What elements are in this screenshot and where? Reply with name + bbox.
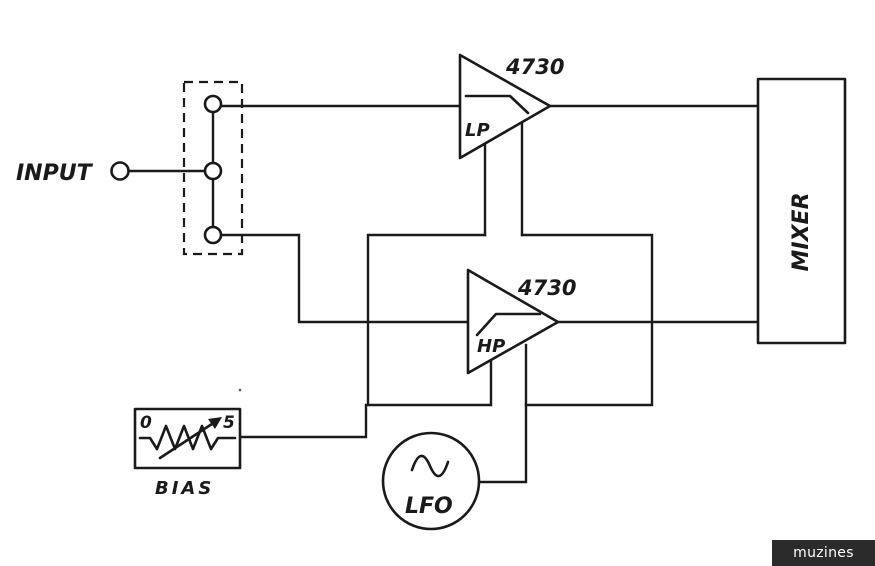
mixer-block: MIXER: [756, 77, 847, 345]
wire-bias-out: [238, 403, 368, 439]
switch-enclosure: [182, 80, 244, 256]
lp-label: LP: [465, 120, 490, 141]
hp-triangle: [466, 268, 560, 375]
pot-arrow-head-icon: [208, 417, 222, 429]
bias-label: BIAS: [155, 478, 214, 499]
wire-switch-to-hp: [219, 233, 470, 324]
selector-switch: [182, 80, 244, 256]
lp-filter: LP 4730: [458, 53, 564, 160]
lfo-block: LFO: [381, 431, 481, 531]
mixer-box: [756, 77, 847, 345]
lp-response-curve-icon: [464, 94, 530, 115]
wire-lfo-out: [476, 403, 528, 484]
bias-min-label: 0: [140, 413, 152, 433]
lfo-label: LFO: [405, 494, 453, 519]
lp-chip-label: 4730: [505, 55, 564, 79]
sine-wave-icon: [410, 454, 450, 478]
wires: [127, 104, 760, 484]
mixer-label: MIXER: [789, 192, 814, 271]
hp-label: HP: [477, 336, 505, 357]
watermark-logo: muzines: [772, 540, 875, 566]
switch-terminal-top: [203, 94, 223, 114]
input-label: INPUT: [16, 161, 94, 186]
wire-lfo-loop-top: [520, 233, 654, 407]
lfo-circle: [381, 431, 481, 531]
switch-terminal-bottom: [203, 225, 223, 245]
hp-filter: HP 4730: [466, 268, 576, 375]
stray-dot: [238, 388, 242, 392]
switch-terminal-middle: [203, 161, 223, 181]
lp-triangle: [458, 53, 552, 160]
wire-bias-loop-top: [366, 233, 493, 407]
bias-pot: 0 5 BIAS: [133, 407, 242, 499]
hp-response-curve-icon: [475, 312, 542, 337]
bias-max-label: 5: [223, 413, 235, 433]
pot-arrow-shaft: [158, 418, 220, 460]
input-jack: [110, 161, 130, 181]
hp-chip-label: 4730: [517, 276, 576, 300]
resistor-zigzag-icon: [138, 424, 237, 451]
